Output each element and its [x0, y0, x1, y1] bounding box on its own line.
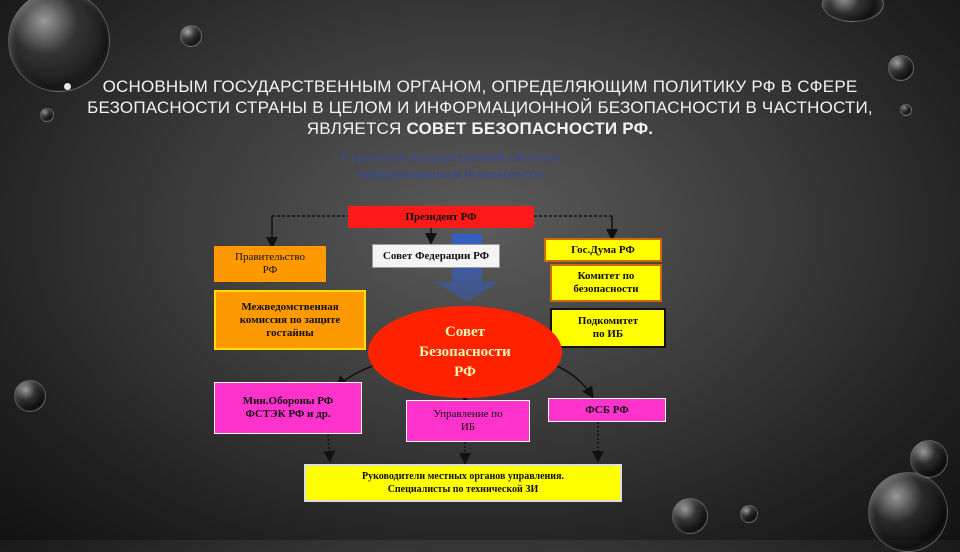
- bubble-decoration: [8, 0, 110, 92]
- government-box: Правительство РФ: [214, 246, 326, 282]
- security-committee-label: безопасности: [573, 283, 639, 295]
- security-structure-diagram: Структура государственной системы информ…: [200, 142, 680, 512]
- slide-title: ОСНОВНЫМ ГОСУДАРСТВЕННЫМ ОРГАНОМ, ОПРЕДЕ…: [60, 76, 900, 139]
- bubble-decoration: [900, 104, 912, 116]
- president-box: Президент РФ: [348, 206, 534, 228]
- diagram-title: Структура государственной системы информ…: [260, 148, 640, 182]
- bubble-decoration: [822, 0, 884, 22]
- ib-department-label: Управление по: [433, 408, 503, 420]
- bubble-decoration: [180, 25, 202, 47]
- ministry-label: ФСТЭК РФ и др.: [245, 408, 331, 420]
- interagency-commission-box: Межведомственная комиссия по защите гост…: [214, 290, 366, 350]
- ib-department-box: Управление по ИБ: [406, 400, 530, 442]
- bubble-decoration: [740, 505, 758, 523]
- local-managers-label: Специалисты по технической ЗИ: [387, 484, 539, 495]
- interagency-label: комиссия по защите: [239, 313, 341, 326]
- interagency-label: гостайны: [266, 326, 314, 339]
- subcommittee-label: Подкомитет: [577, 315, 639, 327]
- government-label: Правительство: [235, 251, 305, 263]
- bubble-decoration: [868, 472, 948, 552]
- diagram-title-line2: информационной безопасности: [358, 166, 542, 181]
- ministry-defense-box: Мин.Обороны РФ ФСТЭК РФ и др.: [214, 382, 362, 434]
- bubble-decoration: [672, 498, 708, 534]
- flow-arrow: [436, 234, 498, 302]
- government-label: РФ: [262, 264, 278, 276]
- bubble-decoration: [888, 55, 914, 81]
- security-council-label: РФ: [454, 364, 476, 380]
- fsb-label: ФСБ РФ: [585, 403, 629, 416]
- slide-title-text: ОСНОВНЫМ ГОСУДАРСТВЕННЫМ ОРГАНОМ, ОПРЕДЕ…: [87, 77, 873, 138]
- fsb-box: ФСБ РФ: [548, 398, 666, 422]
- federation-council-label: Совет Федерации РФ: [382, 249, 490, 262]
- slide-title-emphasis: СОВЕТ БЕЗОПАСНОСТИ РФ.: [406, 119, 654, 138]
- security-council-label: Совет: [444, 324, 486, 340]
- security-council-oval: Совет Безопасности РФ: [368, 306, 562, 398]
- title-bullet: [64, 83, 71, 90]
- bubble-decoration: [910, 440, 948, 478]
- ministry-label: Мин.Обороны РФ: [242, 395, 334, 407]
- diagram-title-line1: Структура государственной системы: [341, 149, 559, 164]
- bubble-decoration: [14, 380, 46, 412]
- security-council-label: Безопасности: [419, 344, 511, 360]
- state-duma-box: Гос.Дума РФ: [544, 238, 662, 262]
- president-label: Президент РФ: [405, 210, 477, 223]
- bubble-decoration: [40, 108, 54, 122]
- federation-council-box: Совет Федерации РФ: [372, 244, 500, 268]
- subcommittee-label: по ИБ: [592, 328, 624, 340]
- ib-department-label: ИБ: [460, 421, 476, 433]
- security-committee-label: Комитет по: [577, 270, 635, 282]
- local-managers-label: Руководители местных органов управления.: [362, 471, 564, 482]
- security-committee-box: Комитет по безопасности: [550, 264, 662, 302]
- interagency-label: Межведомственная: [241, 300, 339, 313]
- local-managers-box: Руководители местных органов управления.…: [304, 464, 622, 502]
- ib-subcommittee-box: Подкомитет по ИБ: [550, 308, 666, 348]
- state-duma-label: Гос.Дума РФ: [571, 243, 635, 256]
